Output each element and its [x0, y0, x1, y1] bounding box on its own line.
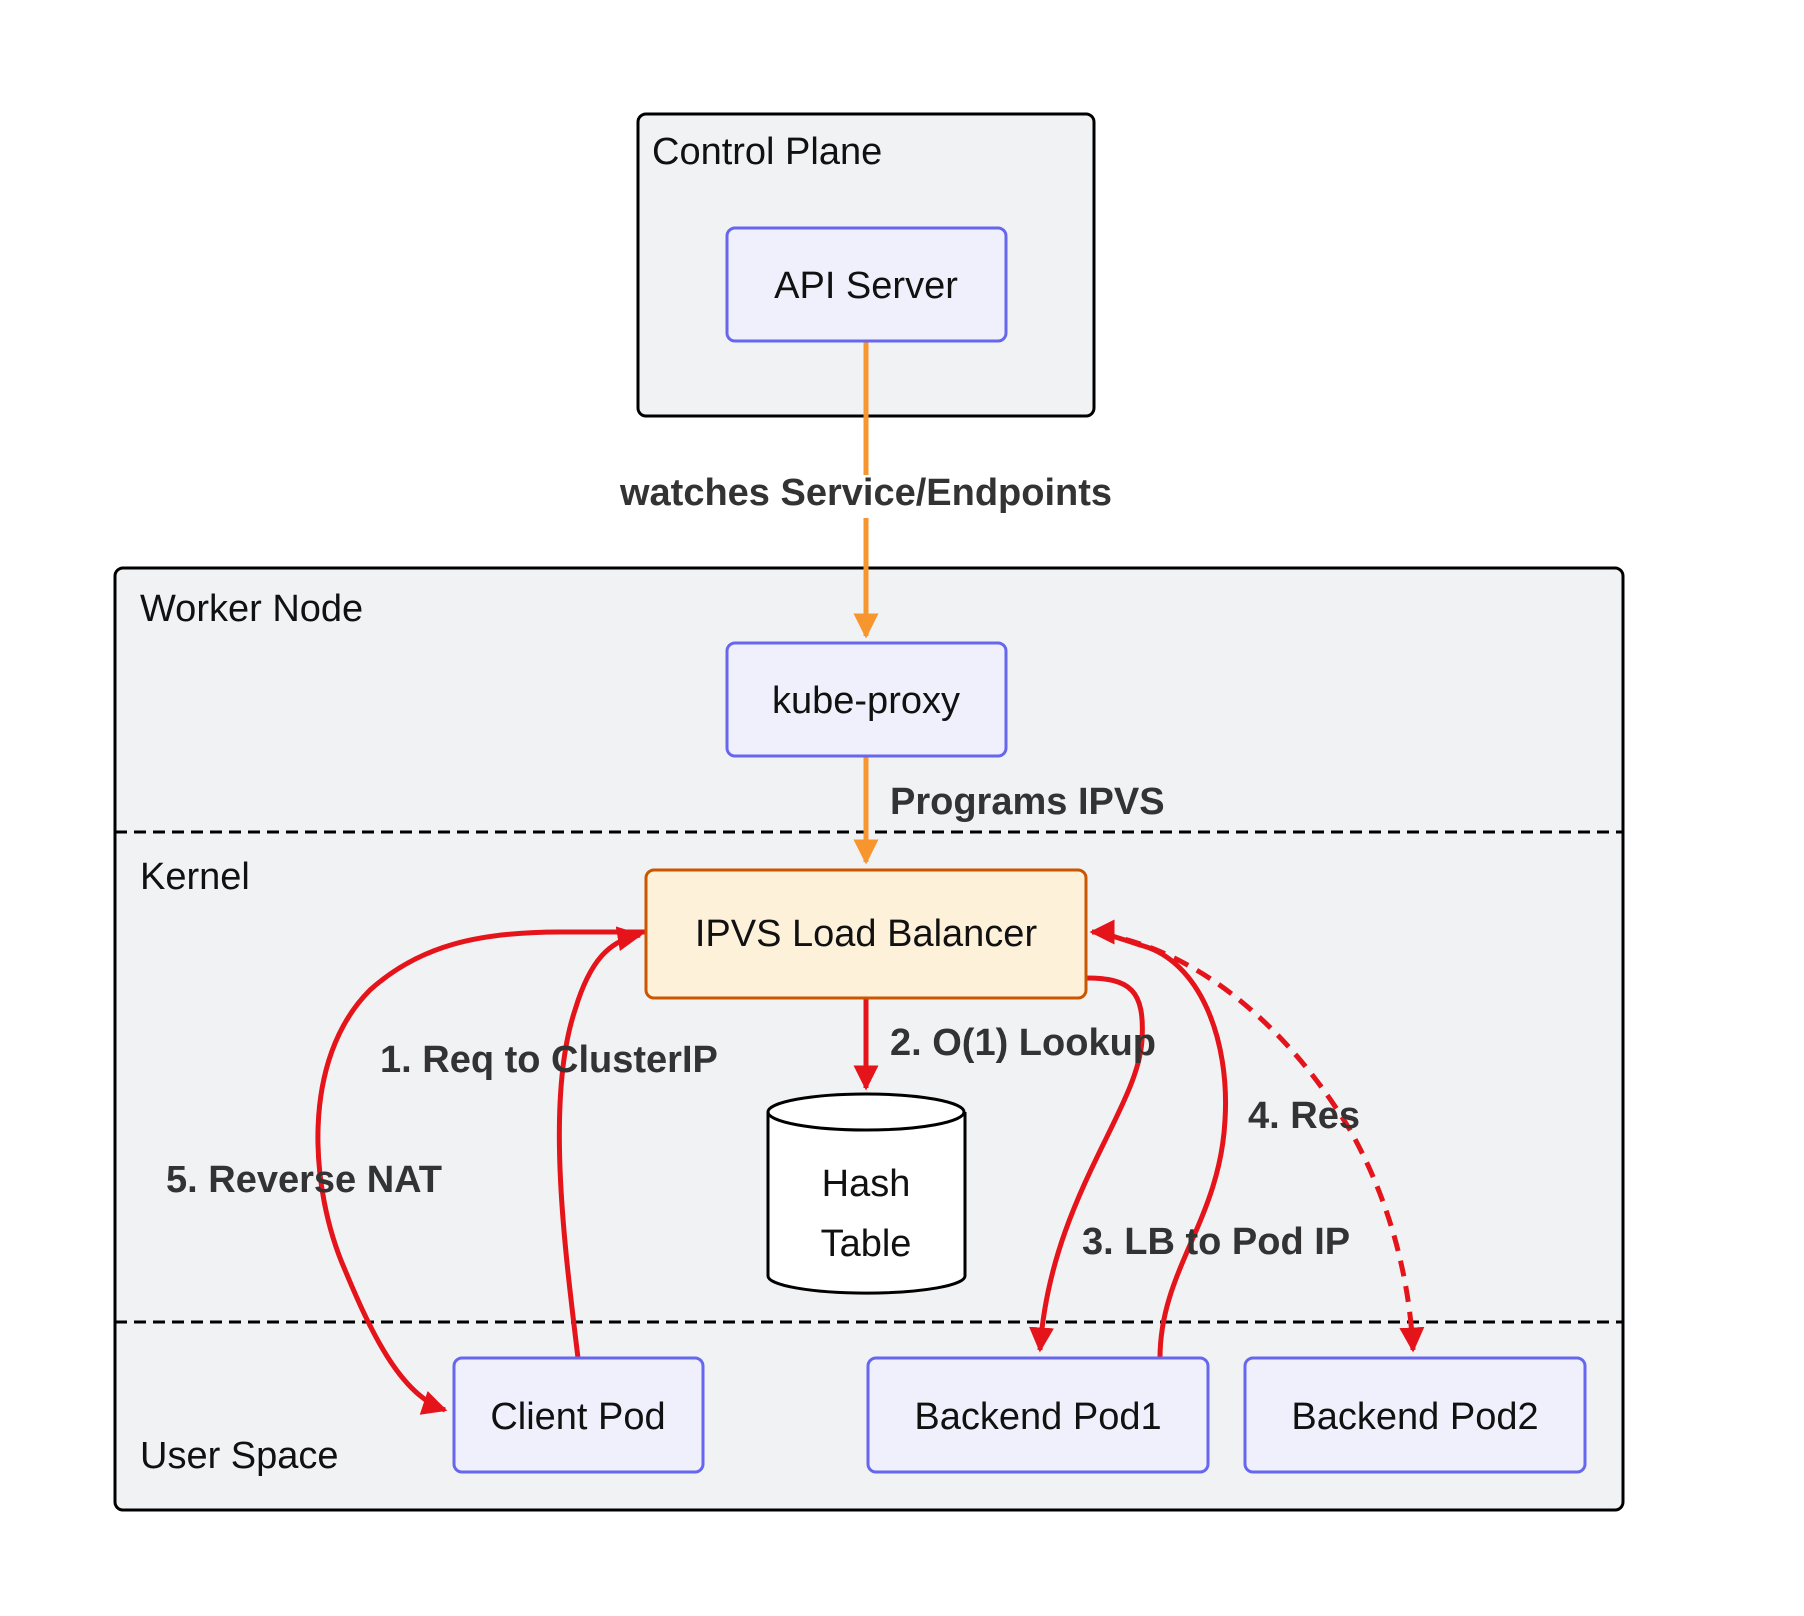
node-api-server[interactable]: API Server [725, 226, 1008, 343]
client-pod-box[interactable] [452, 1356, 705, 1474]
node-ipvs-load-balancer[interactable]: IPVS Load Balancer [644, 868, 1088, 1000]
node-backend-pod1[interactable]: Backend Pod1 [866, 1356, 1210, 1474]
cluster-label-worker-node: Worker Node [140, 588, 363, 630]
cluster-label-kernel: Kernel [140, 856, 250, 898]
cluster-label-control-plane: Control Plane [652, 131, 882, 173]
cluster-worker-node-box [113, 566, 1625, 1512]
hash-table-label-line1: Hash [822, 1163, 911, 1205]
edge-label-watches: watches Service/Endpoints [619, 472, 1112, 514]
hash-table-top [766, 1092, 966, 1132]
node-backend-pod2[interactable]: Backend Pod2 [1243, 1356, 1587, 1474]
node-hash-table[interactable]: Hash Table [766, 1092, 967, 1295]
hash-table-body[interactable] [766, 1112, 967, 1295]
ipvs-box[interactable] [644, 868, 1088, 1000]
cluster-label-user-space: User Space [140, 1435, 339, 1477]
edge-label-lb-to-pod: 3. LB to Pod IP [1082, 1221, 1350, 1263]
ipvs-label: IPVS Load Balancer [695, 913, 1038, 955]
kube-proxy-label: kube-proxy [772, 680, 960, 722]
node-client-pod[interactable]: Client Pod [452, 1356, 705, 1474]
edge-label-req: 1. Req to ClusterIP [380, 1039, 718, 1081]
node-kube-proxy[interactable]: kube-proxy [725, 641, 1008, 758]
backend-pod2-box[interactable] [1243, 1356, 1587, 1474]
backend-pod2-label: Backend Pod2 [1291, 1396, 1538, 1438]
edge-label-reverse-nat: 5. Reverse NAT [166, 1159, 442, 1201]
edge-ipvs-to-pod2 [1099, 931, 1425, 1353]
api-server-box[interactable] [725, 226, 1008, 343]
edge-label-lookup: 2. O(1) Lookup [890, 1022, 1156, 1064]
hash-table-label-line2: Table [821, 1223, 912, 1265]
client-pod-label: Client Pod [490, 1396, 665, 1438]
api-server-label: API Server [774, 265, 958, 307]
edge-reverse-nat [315, 929, 646, 1415]
backend-pod1-label: Backend Pod1 [914, 1396, 1161, 1438]
edge-lb-to-pod [1029, 975, 1145, 1353]
edge-label-programs: Programs IPVS [890, 781, 1165, 823]
edge-label-res: 4. Res [1248, 1095, 1360, 1137]
kube-proxy-box[interactable] [725, 641, 1008, 758]
edge-req-to-clusterip [556, 926, 643, 1359]
cluster-worker-node: Worker Node Kernel User Space [113, 566, 1625, 1512]
backend-pod1-box[interactable] [866, 1356, 1210, 1474]
